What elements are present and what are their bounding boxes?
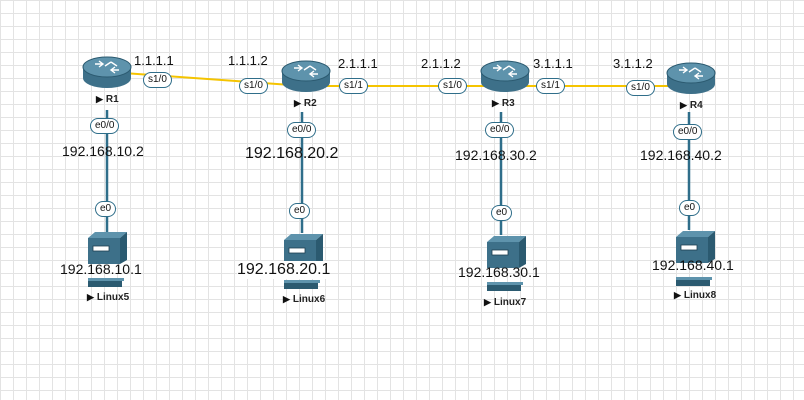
router-r2[interactable] bbox=[280, 60, 332, 94]
port-r3-s1-1[interactable]: s1/1 bbox=[536, 78, 565, 94]
port-r3-e0-0[interactable]: e0/0 bbox=[485, 122, 515, 138]
ip-r1-e0-0: 192.168.10.2 bbox=[62, 143, 144, 159]
ip-r3-s1-1: 3.1.1.1 bbox=[533, 56, 573, 71]
ip-linux5-e0: 192.168.10.1 bbox=[60, 261, 142, 277]
host-linux8[interactable] bbox=[673, 229, 717, 287]
router-label-r4: ▶R4 bbox=[680, 100, 703, 111]
ip-r2-s1-1: 2.1.1.1 bbox=[338, 56, 378, 71]
ip-r2-s1-0: 1.1.1.2 bbox=[228, 53, 268, 68]
ip-r4-e0-0: 192.168.40.2 bbox=[640, 147, 722, 163]
ip-r3-s1-0: 2.1.1.2 bbox=[421, 56, 461, 71]
serial-link-r1-r2[interactable] bbox=[109, 71, 306, 87]
router-r3[interactable] bbox=[479, 60, 531, 94]
port-r2-s1-0[interactable]: s1/0 bbox=[239, 78, 268, 94]
ip-linux8-e0: 192.168.40.1 bbox=[652, 257, 734, 273]
router-icon bbox=[82, 56, 132, 88]
port-r1-e0-0[interactable]: e0/0 bbox=[90, 118, 120, 134]
ip-r3-e0-0: 192.168.30.2 bbox=[455, 147, 537, 163]
router-label-r1: ▶R1 bbox=[96, 94, 119, 105]
port-r3-s1-0[interactable]: s1/0 bbox=[438, 78, 467, 94]
host-label-linux7: ▶Linux7 bbox=[484, 297, 527, 308]
host-linux7[interactable] bbox=[484, 234, 528, 292]
port-r4-s1-0[interactable]: s1/0 bbox=[626, 80, 655, 96]
port-r4-e0-0[interactable]: e0/0 bbox=[673, 124, 703, 140]
host-label-linux8: ▶Linux8 bbox=[674, 290, 717, 301]
host-label-linux5: ▶Linux5 bbox=[87, 292, 130, 303]
host-label-linux6: ▶Linux6 bbox=[283, 294, 326, 305]
server-icon bbox=[676, 231, 715, 286]
router-label-r3: ▶R3 bbox=[492, 98, 515, 109]
port-linux6-e0[interactable]: e0 bbox=[289, 203, 311, 219]
router-r4[interactable] bbox=[665, 62, 717, 96]
server-icon bbox=[88, 232, 127, 287]
port-linux8-e0[interactable]: e0 bbox=[679, 200, 701, 216]
port-linux5-e0[interactable]: e0 bbox=[95, 201, 117, 217]
router-r1[interactable] bbox=[82, 56, 132, 90]
router-icon bbox=[281, 60, 331, 92]
ip-r4-s1-0: 3.1.1.2 bbox=[613, 56, 653, 71]
port-r1-s1-0[interactable]: s1/0 bbox=[143, 72, 172, 88]
ip-r2-e0-0: 192.168.20.2 bbox=[245, 145, 339, 162]
router-label-r2: ▶R2 bbox=[294, 98, 317, 109]
server-icon bbox=[487, 236, 526, 291]
ip-r1-s1-0: 1.1.1.1 bbox=[134, 53, 174, 68]
ip-linux7-e0: 192.168.30.1 bbox=[458, 264, 540, 280]
port-linux7-e0[interactable]: e0 bbox=[491, 205, 513, 221]
port-r2-e0-0[interactable]: e0/0 bbox=[287, 122, 317, 138]
ip-linux6-e0: 192.168.20.1 bbox=[237, 261, 331, 279]
host-linux5[interactable] bbox=[85, 230, 129, 288]
router-icon bbox=[480, 60, 530, 92]
router-icon bbox=[666, 62, 716, 94]
port-r2-s1-1[interactable]: s1/1 bbox=[339, 78, 368, 94]
